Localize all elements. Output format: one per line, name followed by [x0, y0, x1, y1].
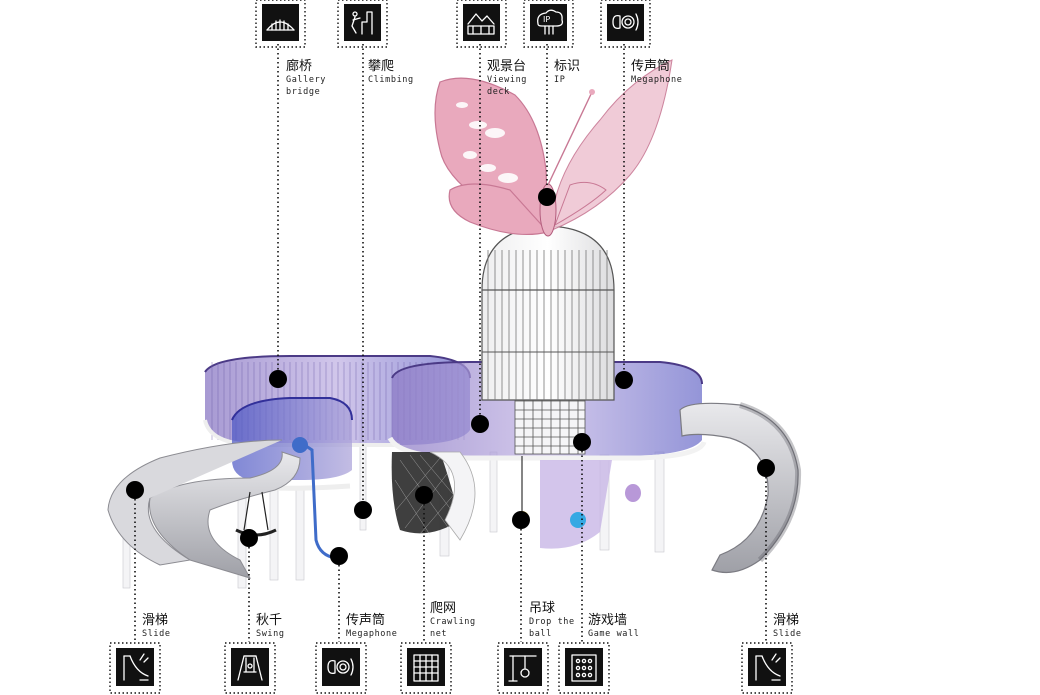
- callout-drop-ball: 吊球 Drop the ball: [497, 601, 575, 694]
- label-drop-ball-zh: 吊球: [529, 601, 555, 616]
- callout-ip-sign: IP 标识 IP: [523, 0, 580, 85]
- playground-structure: [107, 59, 802, 589]
- callout-dot-ip-sign: [538, 188, 556, 206]
- callout-lines: [134, 44, 767, 642]
- slide-left: [107, 439, 301, 579]
- megaphone-icon: [327, 658, 354, 676]
- callout-crawling-net: 爬网 Crawling net: [400, 601, 476, 694]
- label-slide-left-zh: 滑梯: [142, 613, 168, 628]
- label-megaphone-bottom-en: Megaphone: [346, 629, 397, 639]
- callout-dot-viewing-deck: [471, 415, 489, 433]
- callout-megaphone-top: 传声筒 Megaphone: [600, 0, 682, 85]
- label-climbing-zh: 攀爬: [368, 59, 394, 74]
- label-slide-right-zh: 滑梯: [773, 613, 799, 628]
- callout-dot-megaphone-bottom: [330, 547, 348, 565]
- label-crawling-net-en: Crawling: [430, 617, 476, 627]
- label-slide-left-en: Slide: [142, 629, 171, 639]
- label-gallery-bridge-zh: 廊桥: [286, 58, 312, 74]
- callout-dots: [126, 188, 775, 565]
- callout-dot-swing: [240, 529, 258, 547]
- megaphone-purple: [625, 484, 641, 502]
- bottom-callouts: 滑梯 Slide 秋千 Swing 传声筒 Megaphon: [109, 601, 802, 694]
- game-wall-ball: [570, 512, 586, 528]
- crawling-net: [391, 451, 476, 541]
- callout-slide-left: 滑梯 Slide: [109, 613, 171, 694]
- label-viewing-deck-en2: deck: [487, 87, 510, 97]
- label-game-wall-zh: 游戏墙: [588, 613, 627, 628]
- callout-megaphone-bottom: 传声筒 Megaphone: [315, 612, 397, 694]
- crawling-net-icon: [413, 654, 439, 682]
- svg-text:IP: IP: [543, 15, 550, 24]
- callout-slide-right: 滑梯 Slide: [741, 613, 802, 694]
- megaphone-icon: [612, 13, 639, 31]
- callout-dot-game-wall: [573, 433, 591, 451]
- swing-icon: [237, 655, 263, 681]
- label-drop-ball-en2: ball: [529, 629, 552, 639]
- callout-viewing-deck: 观景台 Viewing deck: [456, 0, 527, 97]
- label-gallery-bridge-en: Gallery: [286, 75, 326, 85]
- label-megaphone-top-en: Megaphone: [631, 75, 682, 85]
- label-viewing-deck-en: Viewing: [487, 75, 527, 85]
- slide-icon: [123, 653, 149, 681]
- drop-ball-icon: [508, 655, 537, 682]
- slide-right: [679, 402, 802, 573]
- label-megaphone-top-zh: 传声筒: [631, 58, 670, 74]
- label-slide-right-en: Slide: [773, 629, 802, 639]
- callout-dot-gallery-bridge: [269, 370, 287, 388]
- label-swing-en: Swing: [256, 629, 285, 639]
- climbing-icon: [351, 11, 373, 35]
- game-wall-icon: [571, 654, 597, 682]
- label-viewing-deck-zh: 观景台: [487, 59, 526, 74]
- label-game-wall-en: Game wall: [588, 629, 639, 639]
- callout-climbing: 攀爬 Climbing: [337, 0, 414, 85]
- callout-dot-megaphone-top: [615, 371, 633, 389]
- callout-game-wall: 游戏墙 Game wall: [558, 613, 639, 694]
- butterfly-ip-sign: [434, 59, 673, 237]
- cage-tower: [481, 225, 615, 401]
- gallery-bridge-icon: [266, 19, 295, 31]
- viewing-deck-icon: [467, 13, 495, 35]
- curved-wall-lower: [540, 460, 612, 549]
- label-drop-ball-en: Drop the: [529, 617, 575, 627]
- callout-dot-climbing: [354, 501, 372, 519]
- callout-dot-slide-left: [126, 481, 144, 499]
- label-swing-zh: 秋千: [256, 613, 282, 628]
- label-gallery-bridge-en2: bridge: [286, 87, 320, 97]
- label-megaphone-bottom-zh: 传声筒: [346, 612, 385, 628]
- ip-sign-icon: IP: [537, 9, 564, 35]
- callout-dot-slide-right: [757, 459, 775, 477]
- callout-dot-drop-ball: [512, 511, 530, 529]
- label-ip-sign-en: IP: [554, 75, 565, 85]
- label-crawling-net-en2: net: [430, 629, 447, 639]
- label-crawling-net-zh: 爬网: [430, 601, 456, 616]
- label-climbing-en: Climbing: [368, 75, 414, 85]
- slide-icon: [755, 653, 781, 681]
- label-ip-sign-zh: 标识: [554, 59, 580, 74]
- callout-dot-crawling-net: [415, 486, 433, 504]
- top-callouts: 廊桥 Gallery bridge 攀爬 Climbing 观景台: [255, 0, 682, 97]
- callout-swing: 秋千 Swing: [224, 613, 285, 694]
- callout-gallery-bridge: 廊桥 Gallery bridge: [255, 0, 326, 97]
